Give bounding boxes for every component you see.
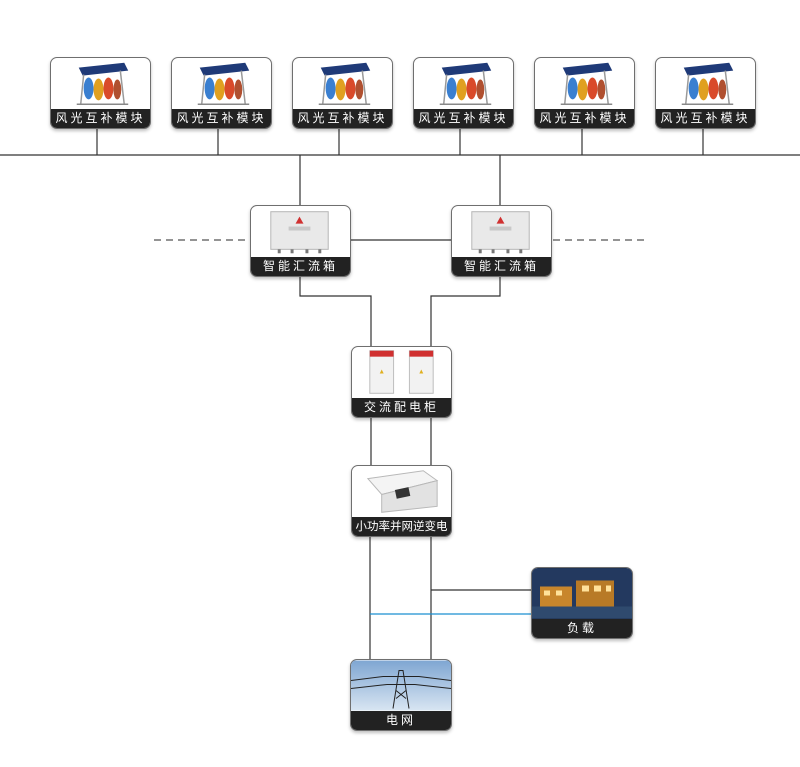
wind-solar-module-2[interactable]: 风光互补模块 bbox=[171, 57, 272, 129]
building-icon bbox=[532, 568, 632, 619]
combiner-box-left[interactable]: 智能汇流箱 bbox=[250, 205, 351, 277]
wind-solar-module-3[interactable]: 风光互补模块 bbox=[292, 57, 393, 129]
wind-solar-module-icon bbox=[172, 58, 271, 109]
grid-tie-inverter[interactable]: 小功率并网逆变电源 bbox=[351, 465, 452, 537]
wind-solar-module-5[interactable]: 风光互补模块 bbox=[534, 57, 635, 129]
combiner-box-icon bbox=[251, 206, 350, 257]
wind-solar-module-label: 风光互补模块 bbox=[414, 109, 513, 128]
combiner-box-label: 智能汇流箱 bbox=[251, 257, 350, 276]
wind-solar-module-label: 风光互补模块 bbox=[51, 109, 150, 128]
inverter-icon bbox=[352, 466, 451, 517]
wind-solar-module-label: 风光互补模块 bbox=[535, 109, 634, 128]
load-node[interactable]: 负载 bbox=[531, 567, 633, 639]
wind-solar-module-4[interactable]: 风光互补模块 bbox=[413, 57, 514, 129]
combiner-box-label: 智能汇流箱 bbox=[452, 257, 551, 276]
ac-cabinet-label: 交流配电柜 bbox=[352, 398, 451, 417]
grid-label: 电网 bbox=[351, 711, 451, 730]
distribution-cabinet-icon bbox=[352, 347, 451, 398]
power-tower-icon bbox=[351, 660, 451, 711]
wind-solar-module-label: 风光互补模块 bbox=[172, 109, 271, 128]
wind-solar-module-icon bbox=[414, 58, 513, 109]
wind-solar-module-6[interactable]: 风光互补模块 bbox=[655, 57, 756, 129]
load-label: 负载 bbox=[532, 619, 632, 638]
combiner-box-right[interactable]: 智能汇流箱 bbox=[451, 205, 552, 277]
wind-solar-module-icon bbox=[656, 58, 755, 109]
combiner-box-icon bbox=[452, 206, 551, 257]
wind-solar-module-icon bbox=[535, 58, 634, 109]
wind-solar-module-label: 风光互补模块 bbox=[293, 109, 392, 128]
ac-distribution-cabinet[interactable]: 交流配电柜 bbox=[351, 346, 452, 418]
wind-solar-module-icon bbox=[51, 58, 150, 109]
power-grid-node[interactable]: 电网 bbox=[350, 659, 452, 731]
inverter-label: 小功率并网逆变电源 bbox=[352, 517, 451, 536]
wind-solar-module-1[interactable]: 风光互补模块 bbox=[50, 57, 151, 129]
wind-solar-module-label: 风光互补模块 bbox=[656, 109, 755, 128]
wind-solar-module-icon bbox=[293, 58, 392, 109]
